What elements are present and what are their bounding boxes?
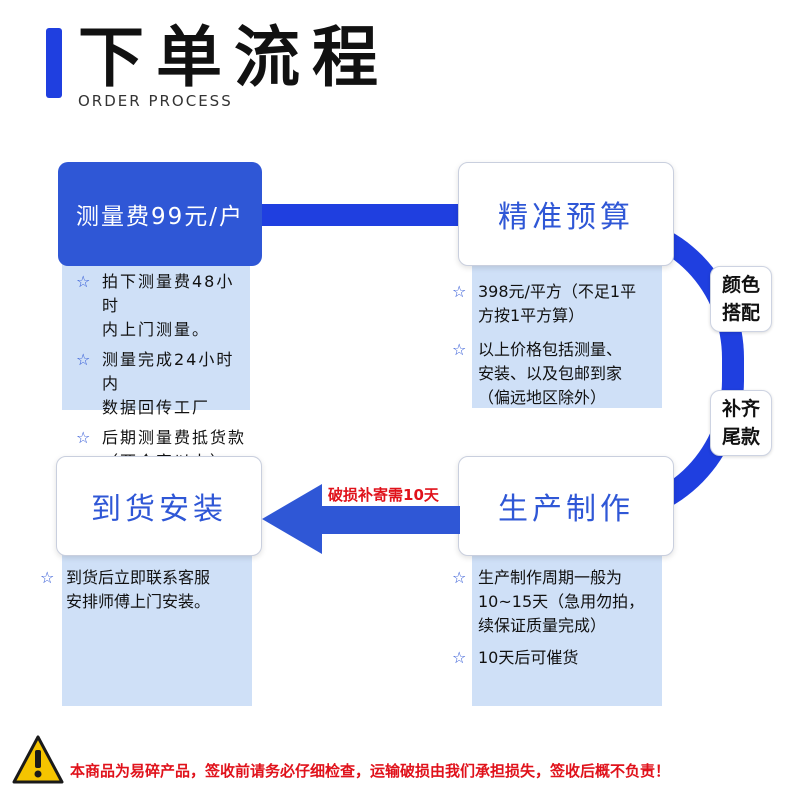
note-text: 拍下测量费48小时 内上门测量。 — [102, 272, 235, 339]
ring-label-text: 颜色 搭配 — [721, 274, 760, 324]
install-notes-panel: ☆ 到货后立即联系客服 安排师傅上门安装。 — [40, 552, 252, 706]
list-item: ☆ 生产制作周期一般为 10~15天（急用勿拍， 续保证质量完成） — [452, 566, 662, 638]
note-text: 398元/平方（不足1平 方按1平方算） — [478, 282, 637, 325]
step-label: 测量费99元/户 — [75, 204, 244, 230]
flow-connector-top — [255, 204, 465, 226]
star-outline-icon: ☆ — [40, 568, 55, 587]
step-label: 精准预算 — [498, 200, 634, 235]
warning-triangle-icon — [12, 735, 64, 784]
note-text: 到货后立即联系客服 安排师傅上门安装。 — [66, 568, 211, 611]
step-production: 生产制作 — [458, 456, 674, 556]
step-label: 到货安装 — [91, 492, 227, 527]
step-install: 到货安装 — [56, 456, 262, 556]
page-subtitle: ORDER PROCESS — [78, 92, 233, 110]
star-outline-icon: ☆ — [76, 272, 91, 291]
page-title: 下单流程 — [78, 19, 390, 96]
note-text: 生产制作周期一般为 10~15天（急用勿拍， 续保证质量完成） — [478, 568, 645, 635]
flow-arrow-head — [262, 484, 322, 554]
budget-notes-panel: ☆ 398元/平方（不足1平 方按1平方算） ☆ 以上价格包括测量、 安装、以及… — [452, 258, 662, 408]
note-text: 以上价格包括测量、 安装、以及包邮到家 （偏远地区除外） — [478, 340, 623, 407]
list-item: ☆ 以上价格包括测量、 安装、以及包邮到家 （偏远地区除外） — [452, 338, 662, 410]
list-item: ☆ 到货后立即联系客服 安排师傅上门安装。 — [40, 566, 252, 614]
ring-label-text: 补齐 尾款 — [721, 398, 760, 448]
production-notes-panel: ☆ 生产制作周期一般为 10~15天（急用勿拍， 续保证质量完成） ☆ 10天后… — [452, 552, 662, 706]
star-outline-icon: ☆ — [76, 428, 91, 447]
note-text: 10天后可催货 — [478, 648, 579, 667]
list-item: ☆ 398元/平方（不足1平 方按1平方算） — [452, 280, 662, 328]
list-item: ☆ 10天后可催货 — [452, 646, 662, 670]
note-text: 测量完成24小时内 数据回传工厂 — [102, 350, 235, 417]
ring-label-final-payment: 补齐 尾款 — [710, 390, 772, 456]
return-note: 破损补寄需10天 — [328, 486, 439, 504]
step-label: 生产制作 — [498, 492, 634, 527]
title-accent-bar — [46, 28, 62, 98]
ring-label-color-matching: 颜色 搭配 — [710, 266, 772, 332]
step-measure: 测量费99元/户 — [58, 162, 262, 266]
step-budget: 精准预算 — [458, 162, 674, 266]
star-outline-icon: ☆ — [452, 282, 467, 301]
fragile-notice: 本商品为易碎产品，签收前请务必仔细检查，运输破损由我们承担损失，签收后概不负责！ — [70, 762, 671, 780]
list-item: ☆ 拍下测量费48小时 内上门测量。 — [76, 270, 250, 342]
star-outline-icon: ☆ — [452, 568, 467, 587]
star-outline-icon: ☆ — [452, 648, 467, 667]
list-item: ☆ 测量完成24小时内 数据回传工厂 — [76, 348, 250, 420]
flow-arrow-shaft — [320, 506, 460, 534]
measure-notes-panel: ☆ 拍下测量费48小时 内上门测量。 ☆ 测量完成24小时内 数据回传工厂 ☆ … — [62, 258, 250, 471]
star-outline-icon: ☆ — [76, 350, 91, 369]
star-outline-icon: ☆ — [452, 340, 467, 359]
